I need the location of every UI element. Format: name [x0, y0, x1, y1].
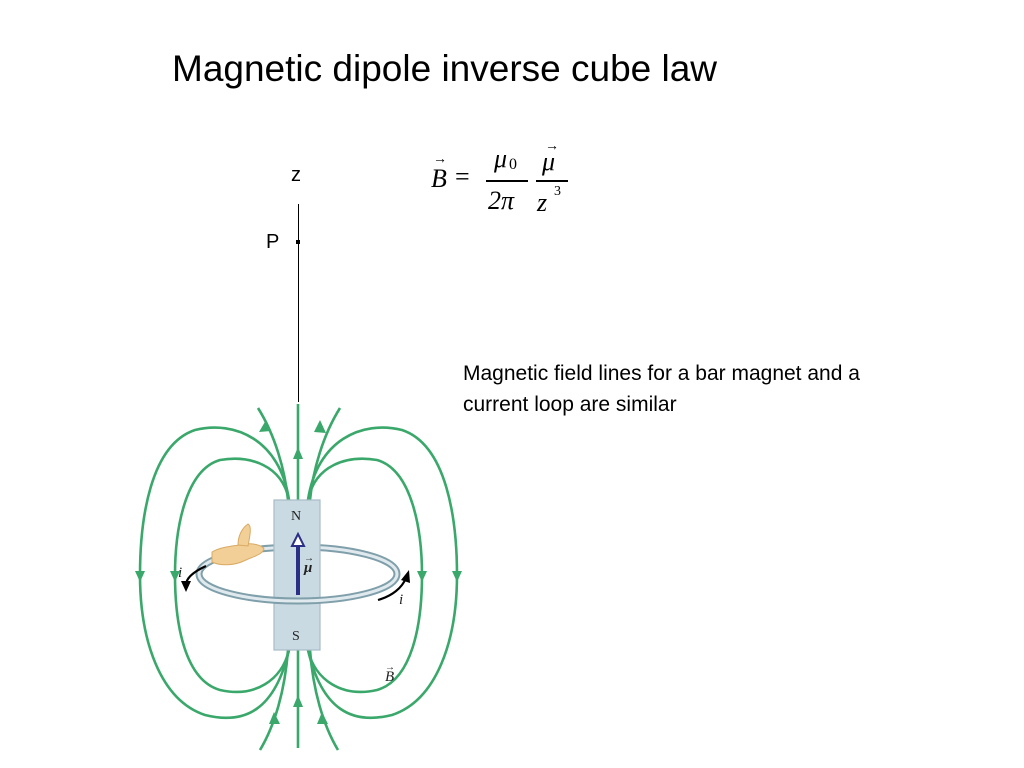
formula-fraction-bar-1	[486, 180, 528, 182]
current-arrow-right	[377, 577, 408, 602]
formula-equals: =	[455, 162, 470, 191]
current-arrow-left	[184, 565, 207, 586]
south-pole-label: S	[292, 629, 300, 644]
current-loop-front	[195, 573, 401, 605]
formula-mu0: μ	[494, 144, 508, 173]
formula-2pi: 2π	[488, 186, 515, 215]
b-vector-arrow: →	[433, 152, 447, 167]
arrowhead-top-left	[259, 420, 271, 432]
arrowhead-top-center	[293, 447, 303, 459]
north-pole-label: N	[291, 509, 301, 524]
formula-mu: μ	[542, 147, 556, 176]
field-line-bottom-left	[258, 649, 290, 751]
b-field-vector-arrow: →	[385, 662, 395, 673]
bar-magnet	[273, 499, 321, 651]
formula-fraction-bar-2	[536, 180, 568, 182]
field-vector-label: B	[385, 669, 394, 685]
field-line-inner-left	[173, 457, 291, 694]
arrowhead-left-outer	[135, 571, 145, 582]
field-line-bottom-right	[308, 649, 340, 751]
field-line-outer-right	[306, 426, 459, 720]
slide-title: Magnetic dipole inverse cube law	[172, 48, 718, 89]
magnetic-moment-label: μ	[303, 560, 312, 576]
point-p-label: P	[266, 231, 280, 253]
z-axis-line	[298, 204, 299, 402]
arrowhead-right-inner	[417, 571, 427, 582]
current-label-left: i	[178, 565, 182, 581]
arrowhead-bottom-right	[317, 712, 328, 724]
formula-z: z	[537, 188, 548, 217]
mu-vector-label-arrow: →	[304, 553, 314, 564]
current-loop-back	[195, 543, 401, 575]
field-line-inner-right	[306, 457, 424, 694]
field-line-top-right	[308, 407, 342, 501]
formula-b: B	[431, 164, 447, 193]
arrowhead-bottom-center	[293, 695, 303, 707]
caption-text: Magnetic field lines for a bar magnet an…	[463, 362, 860, 416]
magnetic-moment-arrowhead	[290, 531, 306, 547]
dipole-field-formula: → B = μ 0 2π → μ z 3	[428, 138, 578, 224]
point-p-marker	[296, 240, 300, 244]
right-hand-icon	[211, 523, 265, 566]
field-line-top-left	[256, 407, 290, 501]
z-axis-label: z	[291, 164, 301, 186]
arrowhead-right-outer	[452, 571, 462, 582]
arrowhead-left-inner	[170, 571, 180, 582]
arrowhead-top-right	[314, 420, 326, 433]
field-lines	[138, 404, 459, 751]
formula-z-exponent: 3	[554, 184, 561, 199]
field-line-arrowheads	[135, 420, 462, 724]
formula-mu0-subscript: 0	[509, 156, 517, 173]
mu-vector-arrow: →	[545, 139, 559, 154]
field-line-outer-left	[138, 426, 291, 720]
current-label-right: i	[399, 592, 403, 608]
arrowhead-bottom-left	[269, 712, 280, 724]
